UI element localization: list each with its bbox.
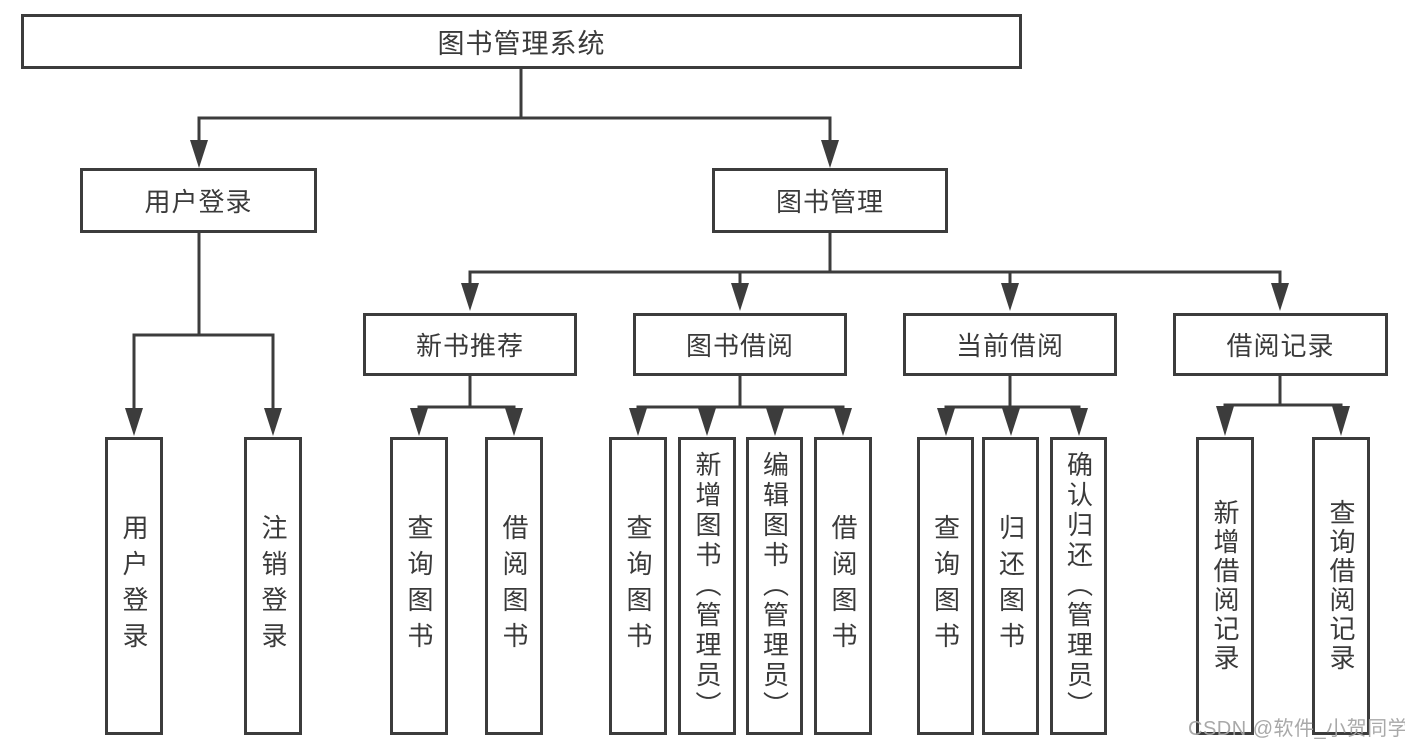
connector-current-borrowing (944, 376, 1081, 409)
leaf-confirm-return-admin: 确认归还（管理员） (1050, 437, 1107, 735)
leaf-logout: 注销登录 (244, 437, 302, 735)
leaf-edit-books-admin-label: 编辑图书（管理员） (759, 451, 790, 721)
leaf-logout-label: 注销登录 (258, 514, 288, 658)
node-new-book-recommendation-label: 新书推荐 (415, 331, 524, 361)
arrowhead-icon (505, 408, 523, 436)
leaf-borrow-books-recommend-label: 借阅图书 (499, 514, 529, 658)
leaf-add-books-admin-label: 新增图书（管理员） (692, 451, 722, 721)
arrowhead-icon (1002, 408, 1020, 436)
node-book-borrowing-label: 图书借阅 (685, 331, 794, 361)
connector-new-book-recommendation (417, 376, 516, 409)
leaf-borrow-books-recommend: 借阅图书 (485, 437, 543, 735)
node-root-label: 图书管理系统 (437, 29, 606, 59)
node-current-borrowing: 当前借阅 (903, 313, 1117, 376)
leaf-add-borrow-record-label: 新增借阅记录 (1210, 499, 1240, 673)
arrowhead-icon (1271, 283, 1289, 311)
connector-user-login (132, 233, 275, 408)
arrowhead-icon (1070, 408, 1088, 436)
arrowhead-icon (731, 283, 749, 311)
node-root: 图书管理系统 (21, 14, 1022, 69)
leaf-confirm-return-admin-label: 确认归还（管理员） (1063, 451, 1094, 721)
leaf-return-books: 归还图书 (982, 437, 1039, 735)
node-borrowing-records-label: 借阅记录 (1226, 331, 1335, 361)
node-current-borrowing-label: 当前借阅 (955, 331, 1064, 361)
connector-book-borrowing (636, 376, 845, 409)
leaf-user-login-label: 用户登录 (119, 514, 149, 658)
arrowhead-icon (629, 408, 647, 436)
leaf-add-books-admin: 新增图书（管理员） (678, 437, 736, 735)
node-user-login: 用户登录 (80, 168, 317, 233)
arrowhead-icon (698, 408, 716, 436)
arrowhead-icon (461, 283, 479, 311)
leaf-add-borrow-record: 新增借阅记录 (1196, 437, 1254, 735)
leaf-borrow-books-borrowing: 借阅图书 (814, 437, 872, 735)
leaf-user-login: 用户登录 (105, 437, 163, 735)
leaf-query-books-recommend-label: 查询图书 (404, 514, 434, 658)
leaf-query-books-recommend: 查询图书 (390, 437, 448, 735)
arrowhead-icon (937, 408, 955, 436)
connector-book-management (468, 233, 1282, 284)
arrowhead-icon (125, 408, 143, 436)
leaf-borrow-books-borrowing-label: 借阅图书 (828, 514, 858, 658)
arrowhead-icon (1216, 406, 1234, 436)
arrowhead-icon (190, 140, 208, 168)
arrowhead-icon (766, 408, 784, 436)
arrowhead-icon (410, 408, 428, 436)
leaf-query-books-current-label: 查询图书 (930, 514, 961, 658)
arrowhead-icon (821, 140, 839, 168)
node-book-management-label: 图书管理 (775, 187, 884, 217)
node-new-book-recommendation: 新书推荐 (363, 313, 577, 376)
connector-root (197, 69, 832, 141)
node-user-login-label: 用户登录 (144, 187, 253, 217)
leaf-return-books-label: 归还图书 (995, 514, 1026, 658)
connector-borrowing-records (1223, 376, 1343, 407)
node-borrowing-records: 借阅记录 (1173, 313, 1388, 376)
leaf-query-books-borrowing: 查询图书 (609, 437, 667, 735)
leaf-query-books-current: 查询图书 (917, 437, 974, 735)
node-book-management: 图书管理 (712, 168, 948, 233)
leaf-query-borrow-record-label: 查询借阅记录 (1326, 499, 1356, 673)
watermark: CSDN @软件_小贺同学 (1188, 718, 1405, 740)
node-book-borrowing: 图书借阅 (633, 313, 847, 376)
leaf-edit-books-admin: 编辑图书（管理员） (746, 437, 803, 735)
arrowhead-icon (264, 408, 282, 436)
leaf-query-borrow-record: 查询借阅记录 (1312, 437, 1370, 735)
arrowhead-icon (834, 408, 852, 436)
leaf-query-books-borrowing-label: 查询图书 (623, 514, 653, 658)
arrowhead-icon (1332, 406, 1350, 436)
arrowhead-icon (1001, 283, 1019, 311)
